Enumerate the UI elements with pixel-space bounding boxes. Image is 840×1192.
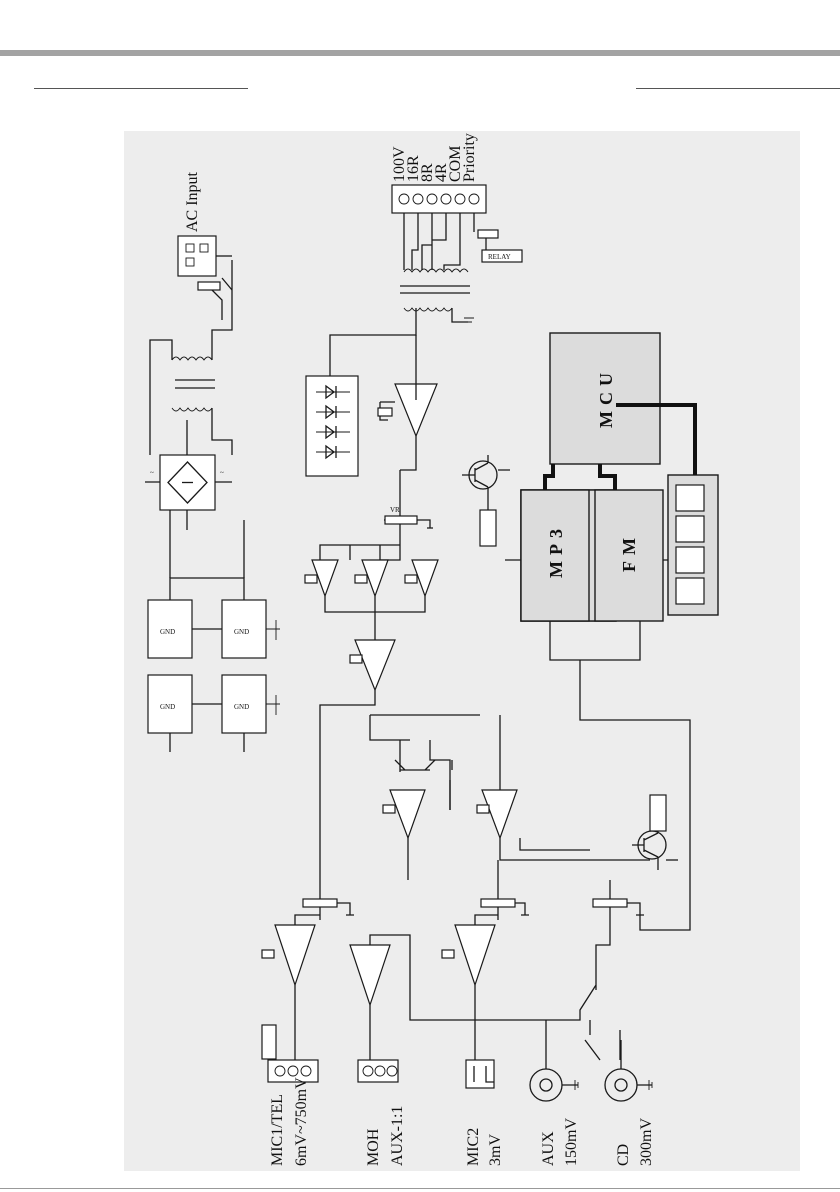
- cd-label-line2: 300mV: [638, 1118, 655, 1166]
- input-volume-pots: [303, 860, 644, 925]
- ac-input-socket: [178, 236, 216, 276]
- svg-text:RELAY: RELAY: [488, 253, 511, 261]
- mp3-label: MP3: [546, 523, 566, 578]
- cd-label-line1: CD: [615, 1144, 632, 1166]
- svg-text:GND: GND: [160, 703, 175, 711]
- aux-label-line2: 150mV: [563, 1118, 580, 1166]
- svg-text:~: ~: [220, 469, 224, 477]
- mic1-label-line2: 6mV~750mV: [293, 1077, 310, 1166]
- output-terminal-block: RELAY: [392, 185, 522, 270]
- svg-text:GND: GND: [160, 628, 175, 636]
- svg-text:~: ~: [150, 469, 154, 477]
- ac-input-label: AC Input: [184, 171, 201, 232]
- input-connectors: [262, 1020, 652, 1101]
- aux-label-line1: AUX: [540, 1131, 557, 1166]
- led-bargraph: [306, 376, 358, 476]
- svg-text:GND: GND: [234, 703, 249, 711]
- mcu-label: MCU: [596, 367, 616, 428]
- moh-label-line1: MOH: [365, 1128, 382, 1166]
- svg-text:VR: VR: [390, 506, 400, 514]
- fm-label: FM: [619, 532, 639, 572]
- svg-text:GND: GND: [234, 628, 249, 636]
- mic1-label-line1: MIC1/TEL: [269, 1094, 286, 1166]
- mic2-label-line1: MIC2: [465, 1128, 482, 1166]
- power-supply-section: GND GND GND GND ~ ~: [145, 236, 280, 752]
- output-label-6: Priority: [461, 133, 478, 182]
- moh-label-line2: AUX-1:1: [389, 1106, 406, 1166]
- mic2-label-line2: 3mV: [487, 1134, 504, 1166]
